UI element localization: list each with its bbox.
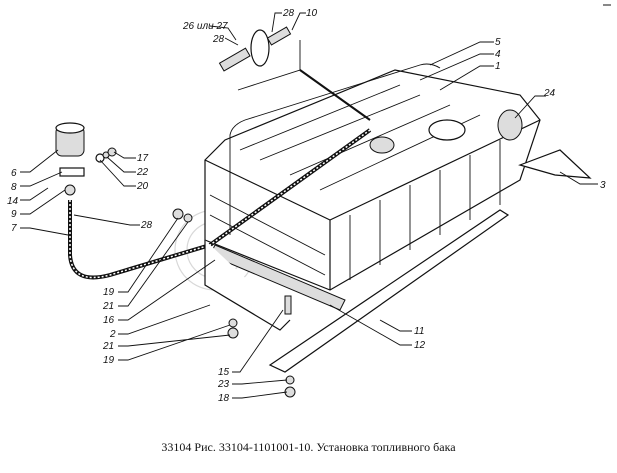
mounting-strap bbox=[204, 149, 592, 373]
callout-6: 6 bbox=[11, 168, 17, 179]
callout-21: 21 bbox=[102, 301, 114, 312]
callout-10: 10 bbox=[306, 8, 318, 19]
callout-28: 28 bbox=[212, 34, 225, 45]
fuel-tank bbox=[204, 69, 541, 291]
callout-28: 28 bbox=[282, 8, 295, 19]
figure-caption: 33104 Рис. 33104-1101001-10. Установка т… bbox=[161, 440, 456, 454]
callout-9: 9 bbox=[11, 209, 17, 220]
callout-8: 8 bbox=[11, 182, 17, 193]
callout-labels: 26 или 27 28 28 10 5 4 1 24 3 6 8 14 9 7… bbox=[7, 8, 606, 404]
callout-26-27: 26 или 27 bbox=[182, 21, 228, 32]
callout-22: 22 bbox=[136, 167, 149, 178]
callout-17: 17 bbox=[137, 153, 149, 164]
callout-18: 18 bbox=[218, 393, 230, 404]
filter bbox=[55, 122, 296, 398]
corner-mark bbox=[603, 4, 611, 6]
callout-7: 7 bbox=[11, 223, 17, 234]
breather-tube bbox=[229, 63, 441, 235]
callout-12: 12 bbox=[414, 340, 426, 351]
fuel-sender-unit bbox=[218, 26, 371, 121]
callout-15: 15 bbox=[218, 367, 230, 378]
callout-14: 14 bbox=[7, 196, 19, 207]
callout-4: 4 bbox=[495, 49, 501, 60]
callout-28: 28 bbox=[140, 220, 153, 231]
callout-11: 11 bbox=[414, 326, 424, 337]
leader-lines bbox=[20, 12, 598, 399]
callout-19: 19 bbox=[103, 355, 115, 366]
callout-23: 23 bbox=[217, 379, 230, 390]
callout-3: 3 bbox=[600, 180, 606, 191]
callout-20: 20 bbox=[136, 181, 149, 192]
callout-16: 16 bbox=[103, 315, 115, 326]
callout-1: 1 bbox=[495, 61, 501, 72]
callout-24: 24 bbox=[543, 88, 556, 99]
callout-2: 2 bbox=[109, 329, 116, 340]
callout-19: 19 bbox=[103, 287, 115, 298]
callout-21: 21 bbox=[102, 341, 114, 352]
callout-5: 5 bbox=[495, 37, 501, 48]
